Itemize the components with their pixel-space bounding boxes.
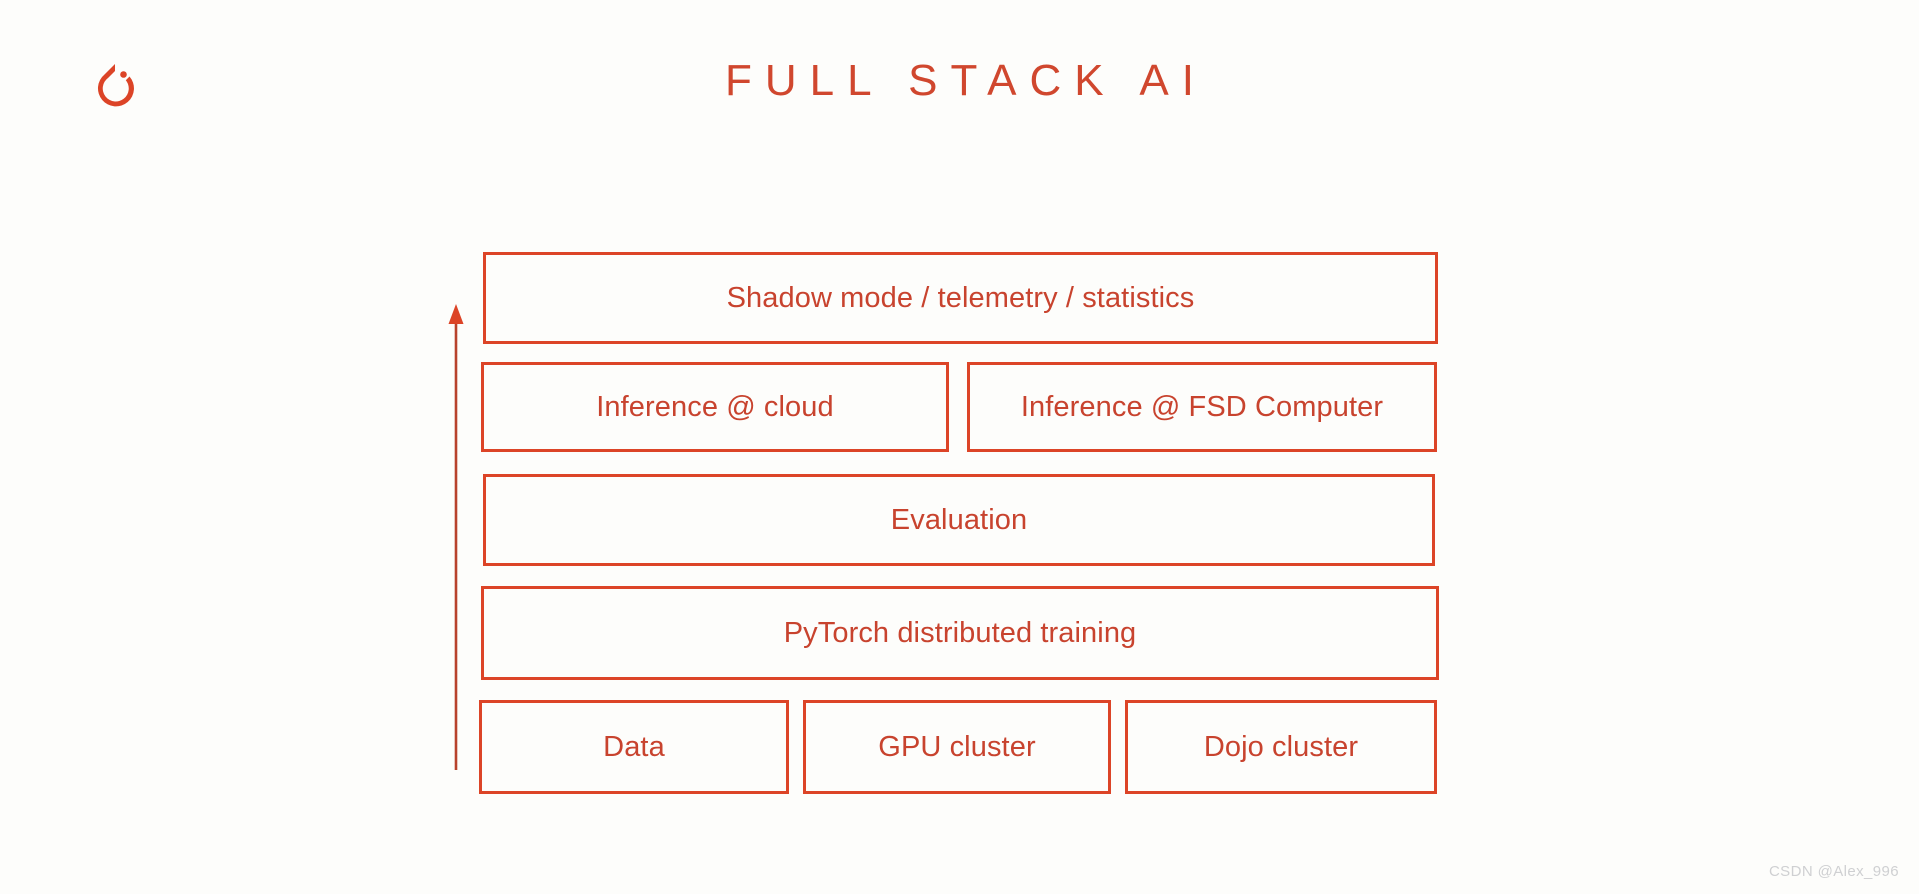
page-title: FULL STACK AI [725, 56, 1207, 105]
stack-row-inference: Inference @ cloud Inference @ FSD Comput… [481, 362, 1437, 452]
row-gap [949, 362, 967, 452]
full-stack-diagram: Shadow mode / telemetry / statistics Inf… [479, 252, 1441, 802]
stack-box-data[interactable]: Data [479, 700, 789, 794]
stack-box-gpu-cluster[interactable]: GPU cluster [803, 700, 1111, 794]
up-arrow-icon [444, 300, 468, 770]
stack-box-dojo-cluster[interactable]: Dojo cluster [1125, 700, 1437, 794]
stack-row-evaluation: Evaluation [483, 474, 1435, 566]
stack-row-infrastructure: Data GPU cluster Dojo cluster [479, 700, 1437, 794]
stack-box-inference-fsd-computer[interactable]: Inference @ FSD Computer [967, 362, 1437, 452]
watermark: CSDN @Alex_996 [1768, 863, 1899, 880]
stack-box-inference-cloud[interactable]: Inference @ cloud [481, 362, 949, 452]
row-gap [1111, 700, 1125, 794]
stack-box-shadow-mode[interactable]: Shadow mode / telemetry / statistics [483, 252, 1438, 344]
pytorch-flame-icon [84, 60, 146, 122]
stack-box-evaluation[interactable]: Evaluation [483, 474, 1435, 566]
stack-box-pytorch-distributed-training[interactable]: PyTorch distributed training [481, 586, 1439, 680]
stack-row-shadow: Shadow mode / telemetry / statistics [483, 252, 1438, 344]
row-gap [789, 700, 803, 794]
stack-row-training: PyTorch distributed training [481, 586, 1439, 680]
